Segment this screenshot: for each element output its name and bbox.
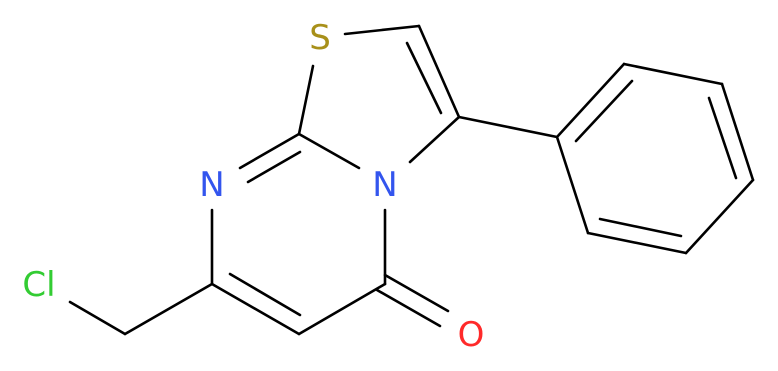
bond-c7-ch2 xyxy=(123,282,214,336)
bond-carbonyl-b xyxy=(375,288,442,328)
bond-ph-1-inner xyxy=(574,79,634,143)
bond-c4-n-center xyxy=(408,115,461,164)
bond-ph-6 xyxy=(555,135,590,235)
bond-s-c2 xyxy=(297,64,315,136)
bond-s-c5 xyxy=(343,24,421,36)
atom-oxygen: O xyxy=(458,315,485,355)
bond-ph-1 xyxy=(555,62,626,139)
bond-c6-c5o xyxy=(297,282,387,336)
bond-ph-3 xyxy=(720,82,755,182)
bond-c7-c6 xyxy=(210,282,301,336)
bond-c4-phenyl xyxy=(457,115,559,139)
bond-ph-5-inner xyxy=(598,217,683,238)
bond-ph-2 xyxy=(622,62,724,86)
bond-ph-3-inner xyxy=(707,96,738,180)
bond-c7-c6-inner xyxy=(228,272,302,317)
bond-carbonyl-a xyxy=(383,273,450,313)
bond-c5-c4 xyxy=(417,24,461,119)
bond-c2-n-center xyxy=(297,132,361,170)
bond-ch2-cl xyxy=(68,300,127,336)
bond-ph-5 xyxy=(586,231,688,255)
atom-chlorine: Cl xyxy=(22,265,55,305)
atom-nitrogen-left: N xyxy=(199,165,224,205)
bond-c2-n-left xyxy=(238,132,301,170)
atom-sulfur: S xyxy=(309,18,331,58)
bond-c5-c4-inner xyxy=(405,41,443,115)
atom-nitrogen-center: N xyxy=(372,165,397,205)
bond-ph-4 xyxy=(684,178,755,255)
bond-c2-n-left-inner xyxy=(246,150,302,184)
